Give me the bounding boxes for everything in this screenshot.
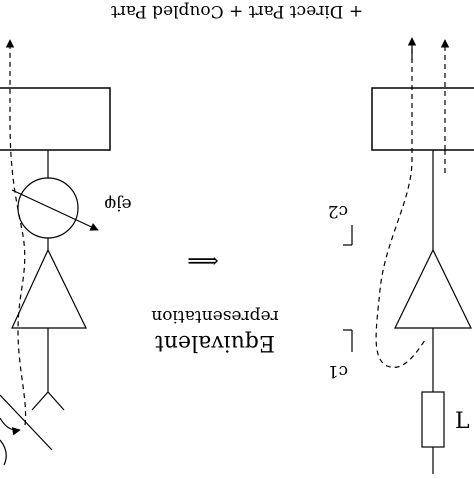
bottom-curved-arrow <box>0 417 21 436</box>
coupled-signal-path <box>375 40 426 368</box>
bottom-slant-line <box>0 394 53 451</box>
phase-shifter-circle <box>17 177 79 239</box>
inductor-box <box>421 391 445 448</box>
c2-label-group: c2 <box>328 201 348 221</box>
right-block <box>371 87 474 151</box>
header-text-group: + Direct Part + Coupled Part <box>111 1 363 21</box>
center-labels-group: Equivalent representation <box>151 306 278 355</box>
left-amplifier-triangle <box>11 248 87 329</box>
c1-label-group: c1 <box>328 361 348 381</box>
implies-arrow: ⟹ <box>187 249 219 274</box>
antenna-left-arm <box>31 391 49 411</box>
c2-label: c2 <box>328 201 348 221</box>
equivalent-label: Equivalent <box>155 330 275 355</box>
header-text: + Direct Part + Coupled Part <box>111 1 363 21</box>
phase-arrow <box>11 189 99 231</box>
bottom-curl <box>0 439 7 466</box>
antenna-right-arm <box>47 391 65 411</box>
left-circuit: ejφ <box>0 39 132 466</box>
phase-label-group: ejφ <box>104 194 131 214</box>
c1-label: c1 <box>328 361 348 381</box>
right-circuit: c2 c1 L <box>328 37 474 474</box>
left-signal-path <box>5 39 27 426</box>
left-block <box>0 87 111 151</box>
phase-label: ejφ <box>104 194 131 214</box>
right-amplifier-triangle <box>394 248 472 329</box>
representation-label: representation <box>151 306 278 326</box>
inductor-label: L <box>455 409 470 434</box>
